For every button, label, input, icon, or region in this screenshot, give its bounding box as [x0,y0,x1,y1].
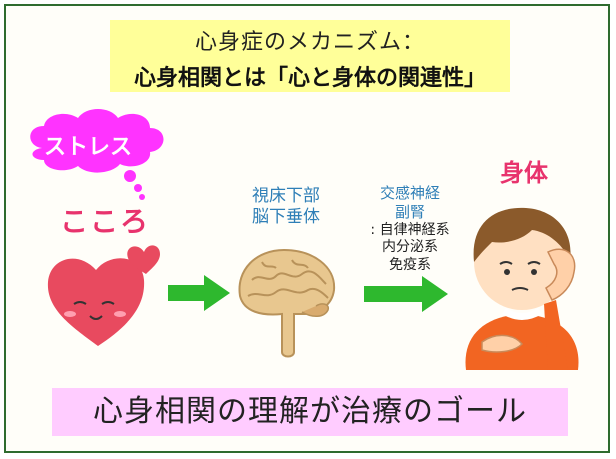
title-line-1: 心身症のメカニズム： [194,30,425,55]
goal-text: 心身相関の理解が治療のゴール [93,394,527,429]
nerve-label: 交感神経 副腎 : 自律神経系 内分泌系 免疫系 [370,184,450,273]
goal-box: 心身相関の理解が治療のゴール [52,388,568,436]
body-label: 身体 [500,159,548,187]
title-line-2: 心身相関とは「心と身体の関連性」 [133,66,486,91]
brain-label: 視床下部 脳下垂体 [252,186,320,228]
arrow-right-icon [364,276,448,312]
heart-icon [47,245,160,346]
brain-icon [238,248,336,358]
kokoro-label: こころ [59,205,150,238]
stress-cloud-icon [30,109,164,200]
title-box: 心身症のメカニズム： 心身相関とは「心と身体の関連性」 [110,20,510,92]
stress-label: ストレス [43,135,132,160]
person-headache-icon [465,207,579,370]
arrow-right-icon [168,275,230,311]
